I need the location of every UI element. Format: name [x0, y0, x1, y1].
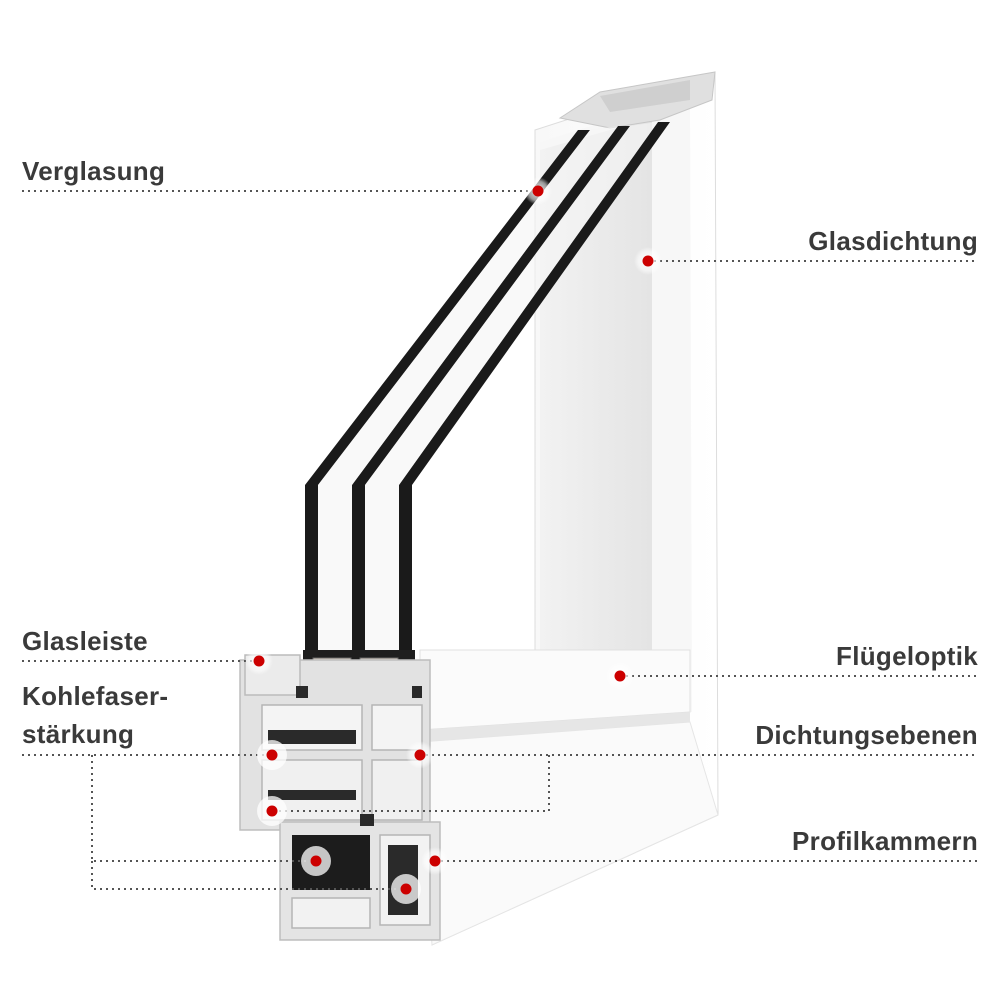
- marker-glasdichtung: [634, 247, 662, 275]
- leader-lines: [22, 190, 978, 890]
- markers: [245, 177, 662, 904]
- marker-dichtungsebenen-1: [406, 741, 434, 769]
- marker-glasleiste: [245, 647, 273, 675]
- label-fluegeloptik: Flügeloptik: [836, 641, 978, 671]
- label-verglasung: Verglasung: [22, 156, 165, 186]
- label-kohlefaser-line2: stärkung: [22, 719, 134, 749]
- marker-dichtungsebenen-2: [257, 796, 287, 826]
- marker-fluegeloptik: [606, 662, 634, 690]
- label-profilkammern: Profilkammern: [792, 826, 978, 856]
- labels: Verglasung Glasdichtung Glasleiste Kohle…: [22, 156, 978, 856]
- label-dichtungsebenen: Dichtungsebenen: [755, 720, 978, 750]
- marker-profilkammern: [421, 847, 449, 875]
- label-kohlefaser-line1: Kohlefaser-: [22, 681, 168, 711]
- triple-glazing: [305, 122, 670, 650]
- leader-dichtungsebenen-branch: [272, 755, 550, 812]
- label-glasdichtung: Glasdichtung: [808, 226, 978, 256]
- label-glasleiste: Glasleiste: [22, 626, 148, 656]
- marker-kohlefaser-2: [301, 846, 331, 876]
- marker-kohlefaser-3: [391, 874, 421, 904]
- marker-verglasung: [524, 177, 552, 205]
- profile-cross-section: [239, 654, 441, 941]
- marker-kohlefaser-1: [257, 740, 287, 770]
